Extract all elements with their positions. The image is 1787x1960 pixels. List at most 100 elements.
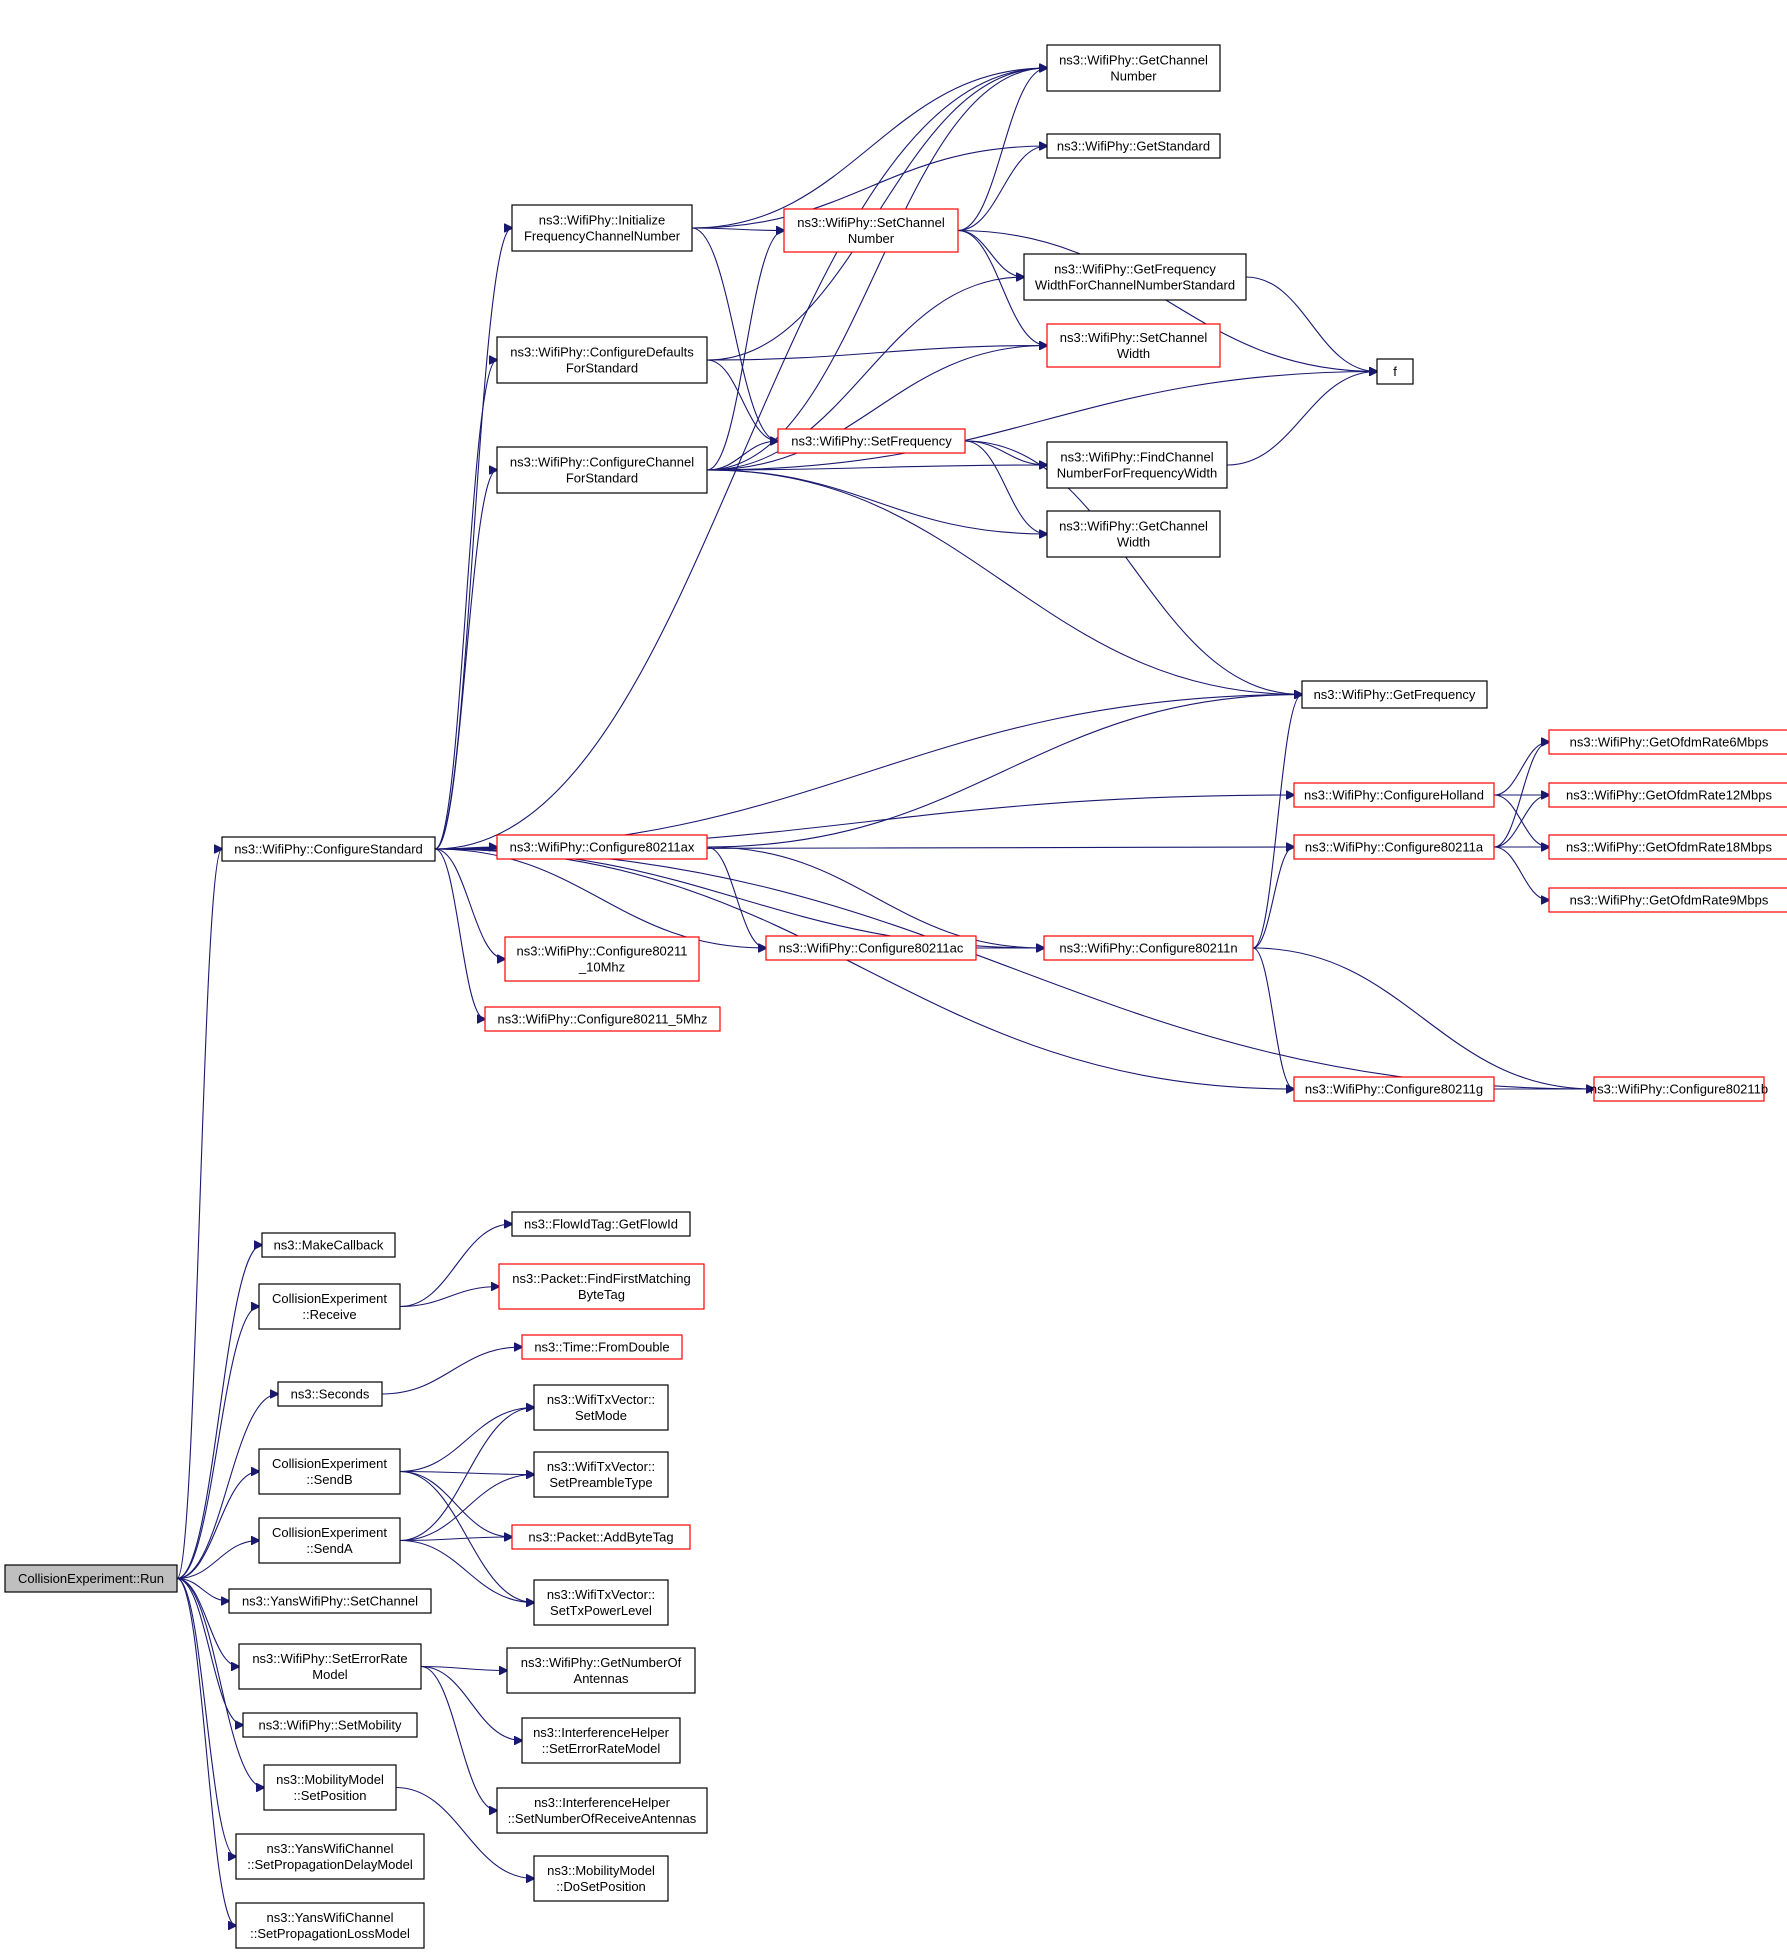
edge-setFrequency-to-getFrequency bbox=[964, 440, 1302, 695]
edge-sendA-to-setPreamble bbox=[399, 1475, 534, 1542]
node-label-findChannel-1: NumberForFrequencyWidth bbox=[1057, 466, 1217, 481]
node-label-setChannelNumber-1: Number bbox=[848, 231, 895, 246]
node-box-getFlowId bbox=[511, 1211, 691, 1237]
node-conf80211ac[interactable]: ns3::WifiPhy::Configure80211ac bbox=[765, 935, 977, 961]
node-box-setChannelWidth bbox=[1046, 323, 1221, 368]
node-ofdm12[interactable]: ns3::WifiPhy::GetOfdmRate12Mbps bbox=[1548, 782, 1787, 808]
node-setTxPower[interactable]: ns3::WifiTxVector::SetTxPowerLevel bbox=[533, 1579, 669, 1626]
node-ofdm18[interactable]: ns3::WifiPhy::GetOfdmRate18Mbps bbox=[1548, 834, 1787, 860]
edge-configureStandard-to-conf10mhz bbox=[434, 848, 505, 959]
node-label-ihSetErrorRate-0: ns3::InterferenceHelper bbox=[533, 1725, 670, 1740]
edge-sendB-to-setTxPower bbox=[399, 1470, 534, 1603]
node-getStandard[interactable]: ns3::WifiPhy::GetStandard bbox=[1046, 133, 1221, 159]
node-box-ywcSetDelay bbox=[235, 1833, 425, 1880]
edge-initFreq-to-setChannelNumber bbox=[691, 228, 784, 231]
node-ofdm6[interactable]: ns3::WifiPhy::GetOfdmRate6Mbps bbox=[1548, 729, 1787, 755]
node-initFreq[interactable]: ns3::WifiPhy::InitializeFrequencyChannel… bbox=[511, 204, 693, 252]
node-box-addByteTag bbox=[511, 1524, 691, 1550]
node-confHolland[interactable]: ns3::WifiPhy::ConfigureHolland bbox=[1293, 782, 1495, 808]
node-box-conf10mhz bbox=[504, 936, 700, 982]
node-seconds[interactable]: ns3::Seconds bbox=[277, 1381, 383, 1407]
node-label-ihSetNumAntennas-1: ::SetNumberOfReceiveAntennas bbox=[508, 1811, 697, 1826]
edge-run-to-mmSetPosition bbox=[176, 1577, 264, 1788]
node-label-addByteTag-0: ns3::Packet::AddByteTag bbox=[528, 1530, 673, 1545]
node-setErrorRate[interactable]: ns3::WifiPhy::SetErrorRateModel bbox=[238, 1643, 422, 1690]
node-box-confDefaults bbox=[496, 336, 708, 384]
node-sendB[interactable]: CollisionExperiment::SendB bbox=[258, 1448, 401, 1495]
node-box-ofdm9 bbox=[1548, 887, 1787, 913]
node-mmSetPosition[interactable]: ns3::MobilityModel::SetPosition bbox=[263, 1764, 397, 1811]
node-yansSetChannel[interactable]: ns3::YansWifiPhy::SetChannel bbox=[228, 1588, 432, 1614]
node-label-sendB-0: CollisionExperiment bbox=[272, 1456, 387, 1471]
node-confChannel[interactable]: ns3::WifiPhy::ConfigureChannelForStandar… bbox=[496, 446, 708, 494]
node-box-setMobility bbox=[242, 1712, 418, 1738]
node-f[interactable]: f bbox=[1376, 358, 1414, 385]
edge-conf80211a-to-ofdm9 bbox=[1493, 846, 1549, 900]
node-label-sendB-1: ::SendB bbox=[306, 1472, 352, 1487]
node-label-setErrorRate-1: Model bbox=[312, 1667, 348, 1682]
node-fromDouble[interactable]: ns3::Time::FromDouble bbox=[521, 1334, 683, 1360]
node-ywcSetDelay[interactable]: ns3::YansWifiChannel::SetPropagationDela… bbox=[235, 1833, 425, 1880]
node-makeCallback[interactable]: ns3::MakeCallback bbox=[261, 1232, 396, 1258]
node-ofdm9[interactable]: ns3::WifiPhy::GetOfdmRate9Mbps bbox=[1548, 887, 1787, 913]
edge-configureStandard-to-conf80211g bbox=[434, 848, 1294, 1089]
node-conf80211a[interactable]: ns3::WifiPhy::Configure80211a bbox=[1293, 834, 1495, 860]
edge-configureStandard-to-conf80211ac bbox=[434, 848, 766, 948]
node-setFrequency[interactable]: ns3::WifiPhy::SetFrequency bbox=[777, 428, 966, 454]
node-label-conf80211ac-0: ns3::WifiPhy::Configure80211ac bbox=[779, 941, 964, 956]
node-label-mmSetPosition-1: ::SetPosition bbox=[294, 1788, 367, 1803]
node-ihSetNumAntennas[interactable]: ns3::InterferenceHelper::SetNumberOfRece… bbox=[496, 1787, 708, 1834]
edge-seconds-to-fromDouble bbox=[381, 1347, 522, 1395]
node-run[interactable]: CollisionExperiment::Run bbox=[4, 1564, 178, 1593]
node-label-getFreqWidth-1: WidthForChannelNumberStandard bbox=[1035, 278, 1235, 293]
node-getFreqWidth[interactable]: ns3::WifiPhy::GetFrequencyWidthForChanne… bbox=[1023, 253, 1247, 301]
edge-run-to-setMobility bbox=[176, 1577, 243, 1726]
node-conf80211ax[interactable]: ns3::WifiPhy::Configure80211ax bbox=[496, 834, 708, 860]
node-box-seconds bbox=[277, 1381, 383, 1407]
edge-run-to-configureStandard bbox=[176, 849, 222, 1580]
node-box-confChannel bbox=[496, 446, 708, 494]
node-configureStandard[interactable]: ns3::WifiPhy::ConfigureStandard bbox=[221, 836, 436, 862]
node-conf80211n[interactable]: ns3::WifiPhy::Configure80211n bbox=[1043, 935, 1254, 961]
node-sendA[interactable]: CollisionExperiment::SendA bbox=[258, 1517, 401, 1564]
edge-confChannel-to-getChannelNumber bbox=[706, 68, 1047, 471]
node-conf5mhz[interactable]: ns3::WifiPhy::Configure80211_5Mhz bbox=[484, 1006, 721, 1032]
node-mmDoSetPosition[interactable]: ns3::MobilityModel::DoSetPosition bbox=[533, 1855, 669, 1902]
edge-conf80211n-to-conf80211b bbox=[1252, 947, 1594, 1089]
node-conf80211b[interactable]: ns3::WifiPhy::Configure80211b bbox=[1590, 1076, 1768, 1102]
node-setMobility[interactable]: ns3::WifiPhy::SetMobility bbox=[242, 1712, 418, 1738]
node-addByteTag[interactable]: ns3::Packet::AddByteTag bbox=[511, 1524, 691, 1550]
node-label-findFirstByteTag-1: ByteTag bbox=[578, 1287, 625, 1302]
edge-conf80211n-to-getFrequency bbox=[1252, 695, 1302, 949]
node-conf80211g[interactable]: ns3::WifiPhy::Configure80211g bbox=[1293, 1076, 1495, 1102]
node-label-setMode-0: ns3::WifiTxVector:: bbox=[547, 1392, 655, 1407]
node-ihSetErrorRate[interactable]: ns3::InterferenceHelper::SetErrorRateMod… bbox=[521, 1717, 681, 1764]
edge-conf80211ax-to-conf80211n bbox=[706, 846, 1044, 948]
node-label-setMobility-0: ns3::WifiPhy::SetMobility bbox=[258, 1718, 402, 1733]
edge-run-to-sendA bbox=[176, 1541, 259, 1580]
node-receive[interactable]: CollisionExperiment::Receive bbox=[258, 1283, 401, 1330]
node-label-initFreq-1: FrequencyChannelNumber bbox=[524, 229, 681, 244]
node-getFlowId[interactable]: ns3::FlowIdTag::GetFlowId bbox=[511, 1211, 691, 1237]
node-confDefaults[interactable]: ns3::WifiPhy::ConfigureDefaultsForStanda… bbox=[496, 336, 708, 384]
node-label-sendA-0: CollisionExperiment bbox=[272, 1525, 387, 1540]
edge-setChannelNumber-to-f bbox=[957, 229, 1377, 372]
node-label-ywcSetLoss-0: ns3::YansWifiChannel bbox=[267, 1910, 394, 1925]
node-ywcSetLoss[interactable]: ns3::YansWifiChannel::SetPropagationLoss… bbox=[235, 1902, 425, 1949]
edge-configureStandard-to-conf5mhz bbox=[434, 848, 485, 1019]
node-setPreamble[interactable]: ns3::WifiTxVector::SetPreambleType bbox=[533, 1451, 669, 1498]
edge-confChannel-to-setChannelWidth bbox=[706, 346, 1047, 471]
node-conf10mhz[interactable]: ns3::WifiPhy::Configure80211_10Mhz bbox=[504, 936, 700, 982]
node-setMode[interactable]: ns3::WifiTxVector::SetMode bbox=[533, 1384, 669, 1431]
node-findChannel[interactable]: ns3::WifiPhy::FindChannelNumberForFreque… bbox=[1046, 441, 1228, 489]
node-getFrequency[interactable]: ns3::WifiPhy::GetFrequency bbox=[1301, 680, 1488, 709]
node-label-conf80211ax-0: ns3::WifiPhy::Configure80211ax bbox=[510, 840, 695, 855]
node-label-ofdm6-0: ns3::WifiPhy::GetOfdmRate6Mbps bbox=[1570, 735, 1769, 750]
edge-receive-to-getFlowId bbox=[399, 1224, 512, 1308]
